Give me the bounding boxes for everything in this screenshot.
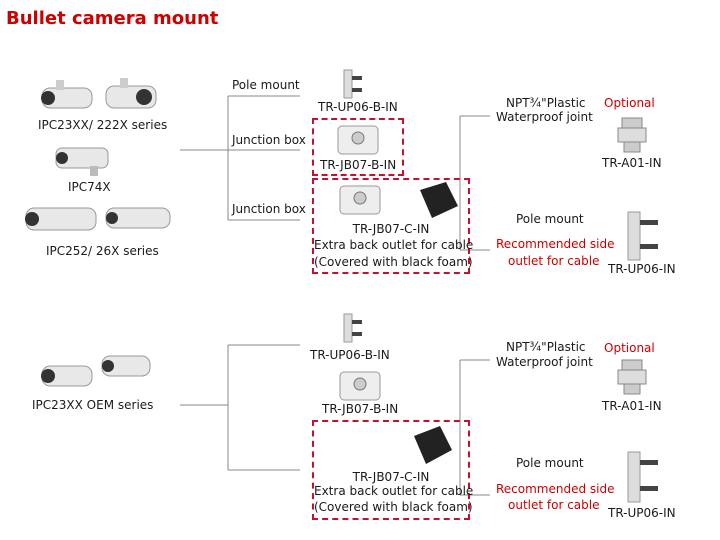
bullet-camera-pair-large-icon (25, 207, 171, 231)
label-recommended-side-bottom: Recommended side (496, 482, 615, 496)
label-outlet-for-cable-bottom: outlet for cable (508, 498, 600, 512)
label-tr-jb07-b-in: TR-JB07-B-IN (320, 158, 397, 172)
label-tr-a01-in-bottom: TR-A01-IN (602, 399, 662, 413)
label-tr-jb07-b-in-bottom: TR-JB07-B-IN (322, 402, 399, 416)
junction-box-icon (337, 125, 379, 155)
junction-box-icon (339, 185, 381, 215)
bullet-camera-pair-icon (41, 78, 157, 109)
waterproof-joint-icon (617, 359, 647, 395)
bullet-camera-icon (55, 147, 109, 176)
label-optional: Optional (604, 96, 655, 110)
camera-label-ipc23xx-oem: IPC23XX OEM series (32, 398, 154, 412)
label-waterproof-joint-bottom: Waterproof joint (496, 355, 593, 369)
bullet-camera-oem-icon (41, 355, 151, 387)
label-tr-up06-in-bottom: TR-UP06-IN (608, 506, 676, 520)
label-pole-mount: Pole mount (232, 78, 300, 92)
foam-cover-box-icon (414, 426, 452, 464)
junction-box-frame (312, 118, 404, 176)
label-recommended-side: Recommended side (496, 237, 615, 251)
camera-label-ipc252-26x: IPC252/ 26X series (46, 244, 159, 258)
label-tr-up06-b-in-bottom: TR-UP06-B-IN (310, 348, 390, 362)
label-tr-up06-in: TR-UP06-IN (608, 262, 676, 276)
pole-mount-bracket-icon (343, 313, 362, 343)
foam-cover-box-icon (420, 182, 458, 218)
pole-mount-bracket-icon (627, 451, 658, 503)
label-extra-outlet-bottom: Extra back outlet for cable (314, 484, 474, 498)
label-junction-box: Junction box (232, 133, 306, 147)
label-npt-plastic: NPT¾"Plastic (506, 96, 586, 110)
label-junction-box-2: Junction box (232, 202, 306, 216)
label-tr-a01-in: TR-A01-IN (602, 156, 662, 170)
label-extra-outlet: Extra back outlet for cable (314, 238, 474, 252)
junction-box-c-frame (312, 178, 470, 274)
label-npt-plastic-bottom: NPT¾"Plastic (506, 340, 586, 354)
label-optional-bottom: Optional (604, 341, 655, 355)
pole-mount-bracket-icon (627, 211, 658, 261)
label-outlet-for-cable: outlet for cable (508, 254, 600, 268)
label-pole-mount-right: Pole mount (516, 212, 584, 226)
pole-mount-bracket-icon (343, 69, 362, 99)
junction-box-c-frame-bottom (312, 420, 470, 520)
waterproof-joint-icon (617, 117, 647, 153)
camera-label-ipc23xx-222x: IPC23XX/ 222X series (38, 118, 168, 132)
junction-box-icon (339, 371, 381, 401)
label-waterproof-joint: Waterproof joint (496, 110, 593, 124)
label-tr-jb07-c-in-bottom: TR-JB07-C-IN (352, 470, 430, 484)
label-tr-up06-b-in: TR-UP06-B-IN (318, 100, 398, 114)
page-title: Bullet camera mount (6, 8, 219, 29)
label-pole-mount-right-bottom: Pole mount (516, 456, 584, 470)
camera-label-ipc74x: IPC74X (68, 180, 111, 194)
label-covered-foam-bottom: (Covered with black foam) (314, 500, 473, 514)
label-tr-jb07-c-in: TR-JB07-C-IN (352, 222, 430, 236)
label-covered-foam: (Covered with black foam) (314, 255, 473, 269)
